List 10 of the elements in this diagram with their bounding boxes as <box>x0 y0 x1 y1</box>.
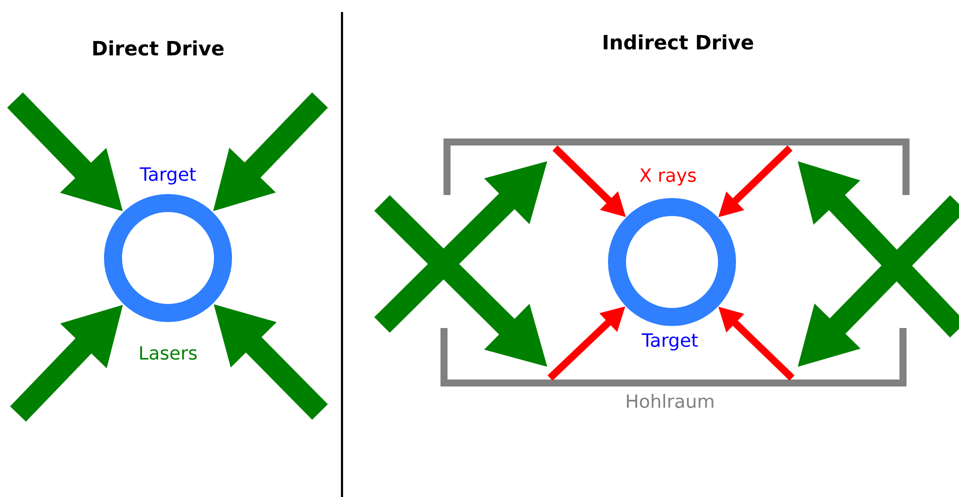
heading: Direct Drive <box>93 40 224 56</box>
hohlraum-drawing <box>440 138 910 386</box>
beam-label: X rays <box>640 168 696 186</box>
node-caption: Target <box>642 333 698 351</box>
ring-target <box>104 194 232 322</box>
ring-target <box>608 198 736 326</box>
node-caption: Target <box>140 167 196 185</box>
beam-label: Lasers <box>140 346 197 360</box>
heading: Indirect Drive <box>604 34 754 50</box>
node-caption: Hohlraum <box>626 394 714 408</box>
